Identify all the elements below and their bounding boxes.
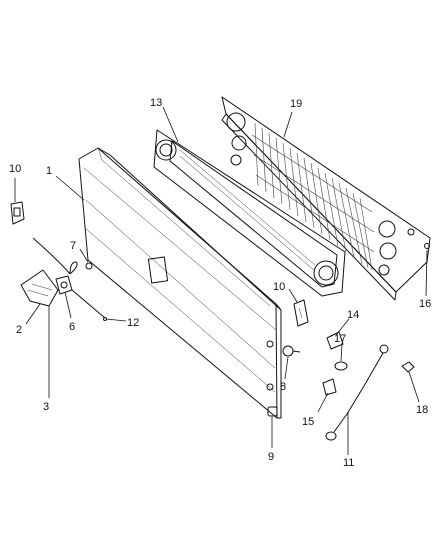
callout-1: 1 [46,165,52,177]
panel-hole [379,242,397,260]
hinge-bracket-10-left [10,201,25,225]
seal-13 [153,129,346,297]
seal-grommet [155,139,177,161]
callout-16: 16 [419,298,431,310]
callout-10-left: 10 [9,163,21,175]
support-cable-11 [325,344,389,441]
leader-17 [340,342,343,362]
callout-13: 13 [150,97,162,109]
leader-16 [425,249,428,297]
callout-11: 11 [343,457,354,469]
leader-13 [162,106,179,143]
panel-hole [407,228,415,236]
bushing-9 [267,406,278,417]
callout-12: 12 [127,317,139,329]
callout-15: 15 [302,416,314,428]
tailgate-handle-pocket [147,256,169,284]
callout-14: 14 [347,309,359,321]
fastener-16 [424,243,430,249]
callout-6: 6 [69,321,75,333]
callout-18: 18 [416,404,428,416]
callout-3: 3 [43,401,49,413]
callout-10-right: 10 [273,281,285,293]
tailgate-bolt-hole [266,383,274,391]
leader-8 [284,356,289,380]
leader-14 [335,318,350,336]
tailgate-shell-1 [78,147,282,419]
panel-hole [230,154,242,166]
panel-hole [378,264,390,276]
panel-hole [378,220,396,238]
seal-grommet [313,260,339,286]
callout-8: 8 [280,381,286,393]
leader-19 [283,111,293,138]
leader-1 [55,175,85,201]
leader-12 [105,318,127,322]
inner-panel-ribs [251,122,375,271]
callout-17: 17 [334,333,346,345]
leader-7 [79,248,89,263]
panel-hole [226,112,246,132]
latch-mechanism-6 [55,275,73,295]
inner-panel-19 [221,96,431,301]
washer-17 [334,361,348,371]
seal-grommet [318,265,334,281]
callout-7: 7 [70,240,76,252]
clip-7 [85,262,93,270]
leader-lines [14,106,428,455]
bolt-18 [401,361,415,373]
support-bracket-14 [326,331,344,350]
seal-grommet [159,143,173,157]
callout-labels: 1 2 3 6 7 8 9 10 10 11 12 13 14 15 16 17… [9,97,431,469]
striker-15 [322,378,337,396]
leader-10-right [288,288,298,303]
leader-6 [64,291,72,319]
callout-2: 2 [16,324,22,336]
handle-assembly-2 [20,269,59,307]
panel-hole [231,135,247,151]
leader-2 [25,303,41,325]
pivot-pin-8 [282,345,301,357]
callout-19: 19 [290,98,302,110]
leader-18 [408,371,420,403]
tailgate-bolt-hole [266,340,274,348]
callout-9: 9 [268,451,274,463]
leader-15 [317,392,329,413]
hinge-bracket-10-right [293,299,309,327]
